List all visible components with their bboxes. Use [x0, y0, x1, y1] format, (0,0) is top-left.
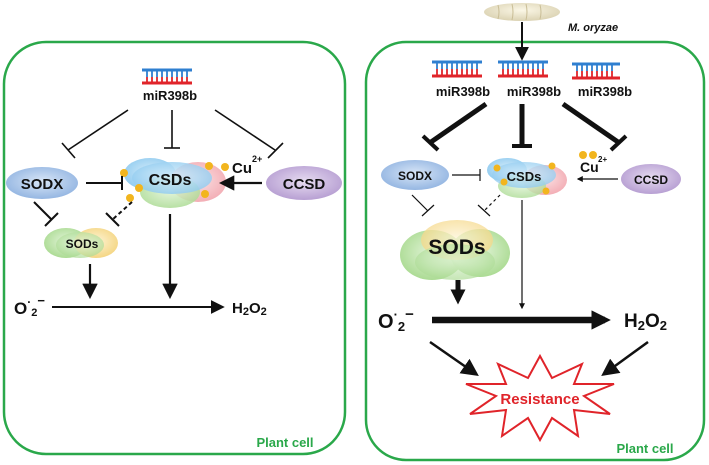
- copper-charge-right: 2+: [598, 155, 607, 164]
- mirna-duplex-icon-1: [432, 60, 482, 78]
- pathogen-label: M. oryzae: [568, 22, 618, 34]
- copper-ion-icon-right-2: [589, 151, 597, 159]
- copper-ion-icon: [221, 163, 229, 171]
- copper-dots-right: [493, 162, 556, 195]
- h2o2-label-left: H2O2: [232, 300, 267, 318]
- mirna-label-2: miR398b: [507, 84, 561, 99]
- mirna-label: miR398b: [143, 88, 197, 103]
- resistance-starburst-icon: [465, 353, 615, 443]
- ccsd-label: CCSD: [283, 176, 326, 193]
- copper-label-right: Cu: [580, 159, 599, 175]
- superoxide-resistance-arrow: [429, 340, 479, 376]
- mirna-duplex-icon: [142, 68, 192, 85]
- csds-node: [124, 158, 226, 208]
- sodx-node: [6, 167, 78, 199]
- mirna-label-1: miR398b: [436, 84, 490, 99]
- mirna-duplex-icon-3: [572, 62, 620, 80]
- ccsd-node-right: [621, 164, 681, 194]
- sods-node: [44, 228, 118, 258]
- copper-charge: 2+: [252, 154, 262, 164]
- sodx-label: SODX: [21, 176, 64, 193]
- mirna-duplex-icon-2: [498, 60, 548, 78]
- sodx-label-right: SODX: [398, 169, 432, 183]
- h2o2-label-right: H2O2: [624, 311, 667, 333]
- pathogen-icon: [484, 3, 560, 21]
- copper-ion-icon-right-1: [579, 151, 587, 159]
- mirna-label-3: miR398b: [578, 84, 632, 99]
- csds-node-right: [487, 158, 567, 198]
- sods-label-right: SODs: [428, 236, 485, 259]
- csds-label: CSDs: [149, 172, 192, 189]
- superoxide-label-left: O·2−: [14, 293, 45, 319]
- csds-sods-inhibit-right: [483, 194, 501, 212]
- ccsd-label-right: CCSD: [634, 173, 668, 187]
- copper-dots-left: [120, 162, 213, 202]
- plant-cell-caption-left: Plant cell: [256, 435, 313, 450]
- superoxide-label-right: O·2−: [378, 306, 414, 334]
- copper-label: Cu: [232, 160, 252, 177]
- csds-sods-inhibit: [111, 201, 133, 221]
- plant-cell-caption-right: Plant cell: [616, 441, 673, 456]
- mirna-inhibition-lines: [61, 109, 284, 159]
- h2o2-resistance-arrow: [601, 340, 649, 377]
- right-cell-border: [364, 40, 706, 462]
- sods-label: SODs: [66, 237, 99, 251]
- ccsd-node: [266, 166, 342, 200]
- mirna-strong-inhibition-lines: [421, 101, 628, 152]
- sodx-sods-inhibit: [33, 201, 53, 221]
- left-panel: miR398b SODX CSDs Cu 2+: [2, 40, 347, 456]
- csds-label-right: CSDs: [507, 169, 542, 184]
- sodx-sods-inhibit-right: [411, 194, 429, 212]
- left-cell-border: [2, 40, 347, 456]
- sodx-node-right: [381, 160, 449, 190]
- sods-node-right: [400, 220, 510, 280]
- resistance-label: Resistance: [500, 391, 579, 408]
- right-panel: M. oryzae miR398b miR398b miR398b: [364, 3, 706, 462]
